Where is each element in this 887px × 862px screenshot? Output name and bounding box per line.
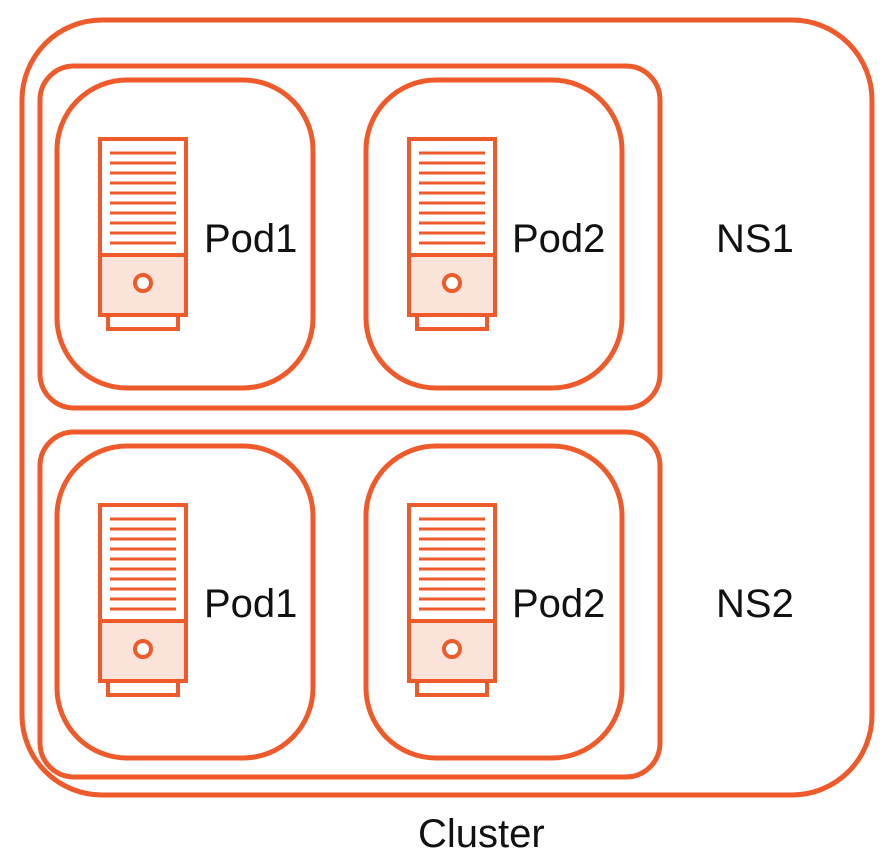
namespace-label: NS2 xyxy=(716,582,794,626)
server-icon xyxy=(407,503,497,697)
pod-card: Pod2 xyxy=(363,77,625,391)
pod-label: Pod2 xyxy=(512,582,605,626)
cluster-boundary xyxy=(19,17,875,798)
pod-card: Pod2 xyxy=(363,443,625,761)
pod-card: Pod1 xyxy=(54,443,316,761)
pod-label: Pod1 xyxy=(204,582,297,626)
namespace-ns1: Pod1 Pod2 NS1 xyxy=(37,63,794,411)
server-icon xyxy=(98,503,188,697)
namespace-ns1-boundary xyxy=(37,63,663,411)
pod-label: Pod1 xyxy=(204,217,297,261)
server-icon xyxy=(98,137,188,331)
namespace-ns2-boundary xyxy=(37,429,663,780)
cluster-label: Cluster xyxy=(418,812,545,856)
namespace-label: NS1 xyxy=(716,217,794,261)
pod-card: Pod1 xyxy=(54,77,316,391)
pod-label: Pod2 xyxy=(512,217,605,261)
namespace-ns2: Pod1 Pod2 NS2 xyxy=(37,429,794,780)
server-icon xyxy=(407,137,497,331)
